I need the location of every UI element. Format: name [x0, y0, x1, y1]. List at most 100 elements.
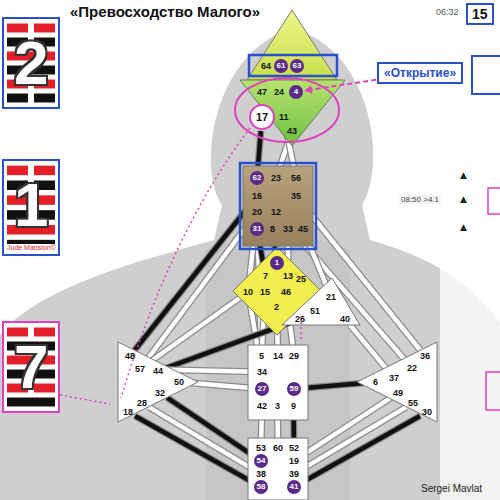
- gate-number: 53: [255, 443, 267, 453]
- node-text: 52: [289, 443, 299, 453]
- node-text: 39: [289, 469, 299, 479]
- side-box: [488, 188, 500, 214]
- gate-number: 7: [262, 271, 269, 281]
- hexagram-frame: [3, 160, 59, 255]
- node-text: 56: [291, 173, 301, 183]
- marker: ▲: [460, 170, 467, 180]
- node-text: 33: [283, 224, 293, 234]
- gate-number: 12: [270, 207, 282, 217]
- node-text: 55: [408, 398, 418, 408]
- gate-number: 10: [242, 287, 254, 297]
- channel-outline: [302, 416, 420, 483]
- gate-number: 27: [255, 382, 269, 396]
- copyright-note: Jude Mansion©: [6, 244, 57, 251]
- channel-outline: [147, 297, 241, 364]
- channel: [147, 297, 241, 364]
- node-text: 49: [393, 388, 403, 398]
- channel-fill: [149, 407, 254, 470]
- node-text: 20: [252, 207, 262, 217]
- gate-number: 36: [419, 351, 431, 361]
- channel: [135, 416, 253, 483]
- gate-number: 55: [407, 398, 419, 408]
- node-text: 15: [260, 287, 270, 297]
- channel-fill: [301, 202, 420, 350]
- gate-number: 20: [251, 207, 263, 217]
- node-text: 11: [279, 112, 289, 122]
- node-text: 6: [373, 377, 378, 387]
- node-text: 7: [263, 271, 268, 281]
- hexagram-line: [7, 398, 55, 407]
- watermark: Sergei Mavlat: [421, 483, 482, 494]
- node-text: 62: [253, 173, 262, 182]
- gate-number: 22: [406, 363, 418, 373]
- node-text: 26: [295, 314, 305, 324]
- hexagram-number: 7: [14, 336, 48, 398]
- gate-number: 44: [152, 366, 164, 376]
- gate-number: 48: [124, 351, 136, 361]
- head-center: [247, 10, 337, 80]
- channel-outline: [149, 407, 254, 470]
- root-center: [248, 438, 308, 500]
- node-text: 32: [155, 388, 165, 398]
- node-text: 8: [270, 224, 275, 234]
- node-text: 29: [289, 351, 299, 361]
- gate-number: 47: [256, 87, 268, 97]
- side-box: [486, 372, 500, 410]
- channel-outline: [301, 407, 406, 470]
- marker: ▲: [460, 194, 467, 204]
- node-text: 60: [273, 443, 283, 453]
- node-text: 34: [257, 367, 267, 377]
- gate-number: 41: [287, 480, 301, 494]
- dotted-leader: [300, 322, 302, 341]
- hexagram-line: [7, 94, 28, 103]
- gate-number: 11: [278, 112, 290, 122]
- gate-number: 39: [288, 469, 300, 479]
- hexagram-frame: [3, 322, 59, 412]
- gate-number: 25: [295, 274, 307, 284]
- node-text: 38: [256, 469, 266, 479]
- gate-number: 40: [339, 314, 351, 324]
- gate-number: 17: [249, 104, 275, 130]
- channel: [301, 202, 420, 350]
- gate-number: 59: [287, 382, 301, 396]
- hexagram-panels: [3, 18, 59, 412]
- gate-number: 15: [259, 287, 271, 297]
- node-text: 23: [271, 173, 281, 183]
- arrow-line: [310, 80, 376, 90]
- gate-number: 49: [392, 388, 404, 398]
- solar-plexus-center: [357, 342, 437, 422]
- node-text: 61: [277, 61, 286, 70]
- gate-number: 37: [388, 373, 400, 383]
- node-text: «Открытие»: [384, 66, 456, 80]
- gate-number: 56: [290, 173, 302, 183]
- gate-number: 4: [289, 85, 303, 99]
- node-text: 46: [281, 287, 291, 297]
- node-text: 13: [283, 271, 293, 281]
- node-text: 15: [472, 6, 488, 22]
- gate-number: 34: [256, 367, 268, 377]
- node-text: 50: [174, 377, 184, 387]
- sacral-center: [248, 345, 308, 420]
- gate-number: 29: [288, 351, 300, 361]
- gate-number: 16: [251, 191, 263, 201]
- node-text: 43: [287, 126, 297, 136]
- node-text: 40: [340, 314, 350, 324]
- node-text: 51: [310, 306, 320, 316]
- node-text: 5: [259, 351, 264, 361]
- highlight-ellipse: [235, 78, 339, 142]
- hexagram-frame: [3, 18, 59, 108]
- gate-number: 43: [286, 126, 298, 136]
- node-text: 42: [257, 401, 267, 411]
- gate-number: 38: [255, 469, 267, 479]
- node-text: 48: [125, 351, 135, 361]
- channel-fill: [147, 297, 241, 364]
- label-box: «Открытие»: [377, 62, 463, 84]
- dotted-leader: [60, 395, 110, 404]
- node-text: 22: [407, 363, 417, 373]
- channel: [350, 325, 389, 372]
- time-label: 08:50 >4.1: [399, 195, 441, 204]
- gate-number: 51: [309, 306, 321, 316]
- node-text: 54: [257, 456, 266, 465]
- gate-number: 61: [274, 59, 288, 73]
- diagram-title: «Превосходство Малого»: [70, 3, 260, 20]
